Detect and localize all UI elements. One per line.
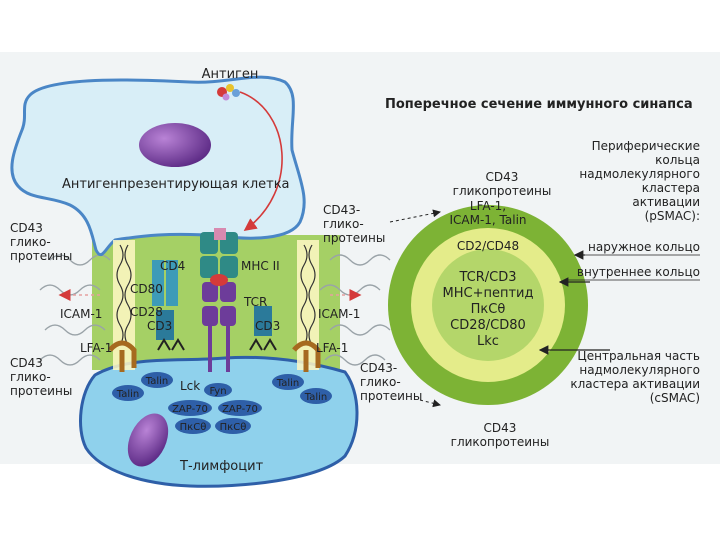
cd80-label: CD80 bbox=[130, 282, 163, 296]
talin-1-node: Talin bbox=[112, 385, 144, 401]
antigen-label: Антиген bbox=[202, 67, 259, 82]
apc-label: Антигенпрезентирующая клетка bbox=[62, 177, 290, 192]
cd43-mid-right-line3: протеины bbox=[360, 389, 422, 403]
cd3-left-label: CD3 bbox=[147, 319, 172, 333]
lck-label: Lck bbox=[180, 379, 200, 393]
mhc-peptide-label: MHC+пептид bbox=[443, 286, 534, 301]
dashed-arrow bbox=[390, 212, 440, 222]
pkc-2-node: ПкСθ bbox=[215, 418, 251, 434]
pkc-1-label: ПкСθ bbox=[180, 422, 207, 433]
peripheral-line3: надмолекулярного bbox=[579, 167, 700, 181]
central-line3: кластера активации bbox=[570, 377, 700, 391]
outer-ring-label: наружное кольцо bbox=[588, 240, 700, 254]
fyn-node: Fyn bbox=[204, 383, 232, 397]
cd43-mid-right-line2: глико- bbox=[360, 375, 401, 389]
central-line4: (cSMAC) bbox=[650, 391, 700, 405]
zap70-2-node: ZAP-70 bbox=[218, 400, 262, 416]
central-line1: Центральная часть bbox=[577, 349, 700, 363]
talin-1-label: Talin bbox=[116, 389, 139, 400]
antigen-part-icon bbox=[223, 94, 230, 101]
inner-ring-label: внутреннее кольцо bbox=[577, 265, 700, 279]
peripheral-line6: (pSMAC): bbox=[645, 209, 700, 223]
tcell-label: Т-лимфоцит bbox=[179, 459, 264, 474]
peripheral-line5: активации bbox=[632, 195, 700, 209]
cd2-cd48-label: CD2/CD48 bbox=[457, 239, 519, 253]
cd43-top-right-line2: гликопротеины bbox=[453, 184, 552, 198]
lfa1-ring-label: LFA-1, bbox=[470, 199, 506, 213]
cd43-mid-left-line2: глико- bbox=[323, 217, 364, 231]
apc-nucleus bbox=[139, 123, 211, 167]
antigen-part-icon bbox=[232, 89, 240, 97]
tcr-cd3-label: TCR/CD3 bbox=[458, 270, 516, 285]
talin-2-node: Talin bbox=[141, 372, 173, 388]
cd43-bottom-left-line2: глико- bbox=[10, 370, 51, 384]
pkc-2-label: ПкСθ bbox=[220, 422, 247, 433]
cd43-mid-right-line1: CD43- bbox=[360, 361, 397, 375]
cd43-top-left-line1: CD43 bbox=[10, 221, 43, 235]
talin-4-label: Talin bbox=[304, 392, 327, 403]
peptide-icon bbox=[210, 274, 228, 286]
cd43-top-right-line1: CD43 bbox=[486, 170, 519, 184]
cd43-mid-left-line1: CD43- bbox=[323, 203, 360, 217]
pkc-label: ПкСθ bbox=[471, 302, 506, 317]
cd43-bottom-left-line1: CD43 bbox=[10, 356, 43, 370]
talin-4-node: Talin bbox=[300, 388, 332, 404]
lfa1-right-label: LFA-1 bbox=[316, 341, 348, 355]
cd4-label: CD4 bbox=[160, 259, 185, 273]
figure-title: Поперечное сечение иммунного синапса bbox=[385, 97, 693, 112]
cd28-cd80-label: CD28/CD80 bbox=[450, 318, 526, 333]
cd43-mid-left-line3: протеины bbox=[323, 231, 385, 245]
talin-3-node: Talin bbox=[272, 374, 304, 390]
mhc2-label: MHC II bbox=[241, 259, 280, 273]
peripheral-line2: кольца bbox=[655, 153, 700, 167]
tcr-label: TCR bbox=[243, 295, 267, 309]
lkc-label: Lkc bbox=[477, 334, 499, 349]
tcr-block bbox=[202, 306, 218, 326]
central-line2: надмолекулярного bbox=[579, 363, 700, 377]
zap70-1-label: ZAP-70 bbox=[172, 404, 208, 415]
cd43-bottom-left-line3: протеины bbox=[10, 384, 72, 398]
zap70-2-label: ZAP-70 bbox=[222, 404, 258, 415]
zap70-1-node: ZAP-70 bbox=[168, 400, 212, 416]
cd43-bottom-center-line1: CD43 bbox=[484, 421, 517, 435]
cd3-right-label: CD3 bbox=[255, 319, 280, 333]
icam1-left-label: ICAM-1 bbox=[60, 307, 102, 321]
cd43-top-left-line2: глико- bbox=[10, 235, 51, 249]
cd43-top-left-line3: протеины bbox=[10, 249, 72, 263]
cd4-icon bbox=[214, 228, 226, 240]
peripheral-line4: кластера bbox=[642, 181, 700, 195]
peripheral-line1: Периферические bbox=[592, 139, 700, 153]
cd28-label: CD28 bbox=[130, 305, 163, 319]
tcr-block bbox=[220, 306, 236, 326]
lfa1-left-label: LFA-1 bbox=[80, 341, 112, 355]
dashed-arrow bbox=[420, 400, 440, 405]
icam1-right-label: ICAM-1 bbox=[318, 307, 360, 321]
pkc-1-node: ПкСθ bbox=[175, 418, 211, 434]
cd43-bottom-center-line2: гликопротеины bbox=[451, 435, 550, 449]
talin-3-label: Talin bbox=[276, 378, 299, 389]
icam-talin-ring-label: ICAM-1, Talin bbox=[449, 213, 526, 227]
talin-2-label: Talin bbox=[145, 376, 168, 387]
fyn-label: Fyn bbox=[209, 386, 226, 397]
